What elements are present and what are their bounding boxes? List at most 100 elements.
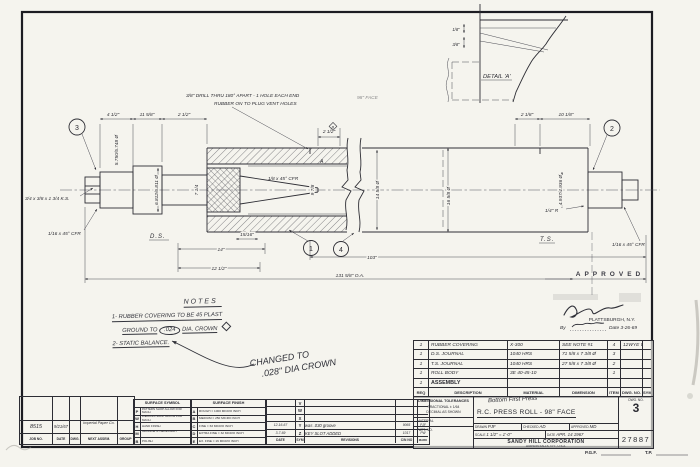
dim-10-1-8: 10 1/8" xyxy=(558,112,573,118)
finish-key: E xyxy=(191,437,198,445)
symbol-desc: PATTERN SHOP ALLOW FOR MACH. xyxy=(141,408,190,416)
detail-a-label: DETAIL 'A' xyxy=(483,74,511,80)
chamfer-note-left: 1/16 x 45° CFR xyxy=(48,231,81,237)
faint-stamp-2 xyxy=(619,293,641,302)
dim-shell-id: 14 5/8 Ø xyxy=(375,181,381,200)
revisions-table: V W X 12-16-67 Y was .030 groove 9065 PJ… xyxy=(265,399,430,445)
notes-heading: NOTES xyxy=(183,297,222,308)
parts-row-sym xyxy=(643,379,651,388)
checked-label: CHECKED xyxy=(523,425,539,429)
rev-sym: V xyxy=(296,400,305,408)
approval-date: Date 3-26-69 xyxy=(609,325,637,331)
surface-finish-header: SURFACE FINISH xyxy=(191,400,266,408)
empty-cell xyxy=(70,397,81,403)
rev-mark: PJF xyxy=(418,422,428,430)
rev-sym: Z xyxy=(296,429,305,437)
pgf-label: P.G.F. xyxy=(585,450,597,455)
date-cell: DATE APR. 14 1967 xyxy=(546,431,618,438)
dim-2-1-8: 2 1/8" xyxy=(520,112,534,118)
faint-stamp-1 xyxy=(553,294,598,300)
rev-footer-date: DATE xyxy=(266,436,296,444)
dwg-no-box: DWG. NO. 3 27887 xyxy=(618,397,653,448)
dwg-no-value: 3 xyxy=(632,401,640,415)
note-2: 2- STATIC BALANCE. xyxy=(112,339,170,349)
checked-cell: CHECKED AD xyxy=(522,423,570,430)
empty-cell xyxy=(53,397,70,403)
parts-header-description: DESCRIPTION xyxy=(429,387,508,397)
title-area: Bottom First Press R.C. PRESS ROLL - 98"… xyxy=(474,395,618,424)
drawing-title: R.C. PRESS ROLL - 98" FACE xyxy=(477,409,576,418)
company-address: HUDSON FALLS, N.Y., U.S.A. xyxy=(525,444,567,448)
rev-cn: 9065 xyxy=(396,422,418,430)
parts-row-item xyxy=(608,378,621,388)
scale-label: SCALE xyxy=(475,433,486,437)
rev-text: was .030 groove xyxy=(305,422,396,430)
rev-mark xyxy=(418,415,428,423)
parts-header-dwg-no: DWG. NO. xyxy=(621,387,643,397)
parts-row-desc: ROLL BODY xyxy=(429,369,508,379)
symbol-desc: WELDING SHOP ALLOW FOR MACH. xyxy=(141,415,190,424)
item-balloons: 3 2 1 4 xyxy=(68,118,621,257)
rev-date xyxy=(266,407,296,415)
parts-row-sym xyxy=(643,341,651,351)
empty-cell xyxy=(20,397,53,403)
empty-cell xyxy=(70,403,81,409)
rev-footer-cn: C/N NO xyxy=(396,436,418,444)
parts-header-dimension: DIMENSION xyxy=(560,387,608,397)
parts-header-req: REQ xyxy=(414,387,429,397)
job-group-header: GROUP xyxy=(118,433,133,444)
flag-a: A xyxy=(319,159,324,165)
tolerance-heading: DIMENSIONAL TOLERANCES xyxy=(418,399,469,403)
dim-131-5-8-oa: 131 5/8" O.A. xyxy=(336,273,365,279)
empty-cell xyxy=(20,415,53,421)
symbol-desc: POLISH xyxy=(142,438,153,443)
rev-mark xyxy=(418,400,428,408)
rev-date: 3-7-69 xyxy=(266,429,296,437)
drawing-subtitle: Bottom First Press xyxy=(487,395,538,405)
parts-row-desc: RUBBER COVERING xyxy=(429,341,508,351)
detail-dim-2: 3/8" xyxy=(452,42,460,47)
empty-cell xyxy=(20,409,53,415)
parts-row-dimension xyxy=(560,378,608,388)
material-label: MATERIAL xyxy=(414,417,473,424)
approved-label: APPROVED xyxy=(571,425,589,429)
job-group-value xyxy=(118,421,133,433)
dim-ts-journal-dia: 4.937/4.936 Ø xyxy=(558,175,564,206)
rev-cn: 1017 xyxy=(396,429,418,437)
empty-cell xyxy=(20,403,53,409)
rev-date: 12-16-67 xyxy=(266,422,296,430)
drill-note-line1: 3/8" DRILL THRU 180° APART - 1 HOLE EACH… xyxy=(186,93,300,99)
symbol-desc: HAND FINISH xyxy=(141,423,190,431)
rev-text xyxy=(305,407,396,415)
finish-key: A xyxy=(191,408,198,416)
symbol-key: H xyxy=(134,422,141,431)
parts-row-sym xyxy=(643,350,651,360)
label-drive-side: D.S. xyxy=(150,234,166,240)
job-date-value: 9/21/67 xyxy=(53,421,70,433)
dwg-no-label: DWG. NO. xyxy=(628,398,644,402)
ts-journal xyxy=(587,171,639,209)
note-1-line2-end: DIA. CROWN xyxy=(181,325,218,334)
notes-block: NOTES 1- RUBBER COVERING TO BE 45 PLAST … xyxy=(100,295,341,349)
job-info-table: 8515 9/21/67 Imperial Paper Co. JOB NO. … xyxy=(19,396,135,445)
balloon-2: 2 xyxy=(610,126,614,133)
symbol-key: W xyxy=(134,415,141,424)
rev-cn xyxy=(396,407,418,415)
dim-2-1-2-left: 2 1/2" xyxy=(177,112,191,118)
empty-cell xyxy=(81,409,118,415)
rev-cn xyxy=(396,414,418,423)
dim-103: 103" xyxy=(367,255,377,261)
callout-layer: 3/8" DRILL THRU 180° APART - 1 HOLE EACH… xyxy=(25,93,645,248)
dim-2-1-2-mid: 2 1/2" xyxy=(322,129,336,135)
parts-row-qty: 1 xyxy=(414,369,429,379)
empty-cell xyxy=(81,415,118,421)
title-block: DIMENSIONAL TOLERANCES FRACTIONAL ± 1/64… xyxy=(413,396,654,449)
parts-row-dimension: SEE NOTE #1 xyxy=(560,341,608,351)
parts-row-desc: D.S. JOURNAL xyxy=(429,350,508,360)
parts-row-dimension xyxy=(560,369,608,379)
keyseat-note: 3/4 x 3/8 x 1 3/4 K.S. xyxy=(25,196,70,202)
dim-shell-od: 16 5/8 Ø xyxy=(446,187,452,206)
